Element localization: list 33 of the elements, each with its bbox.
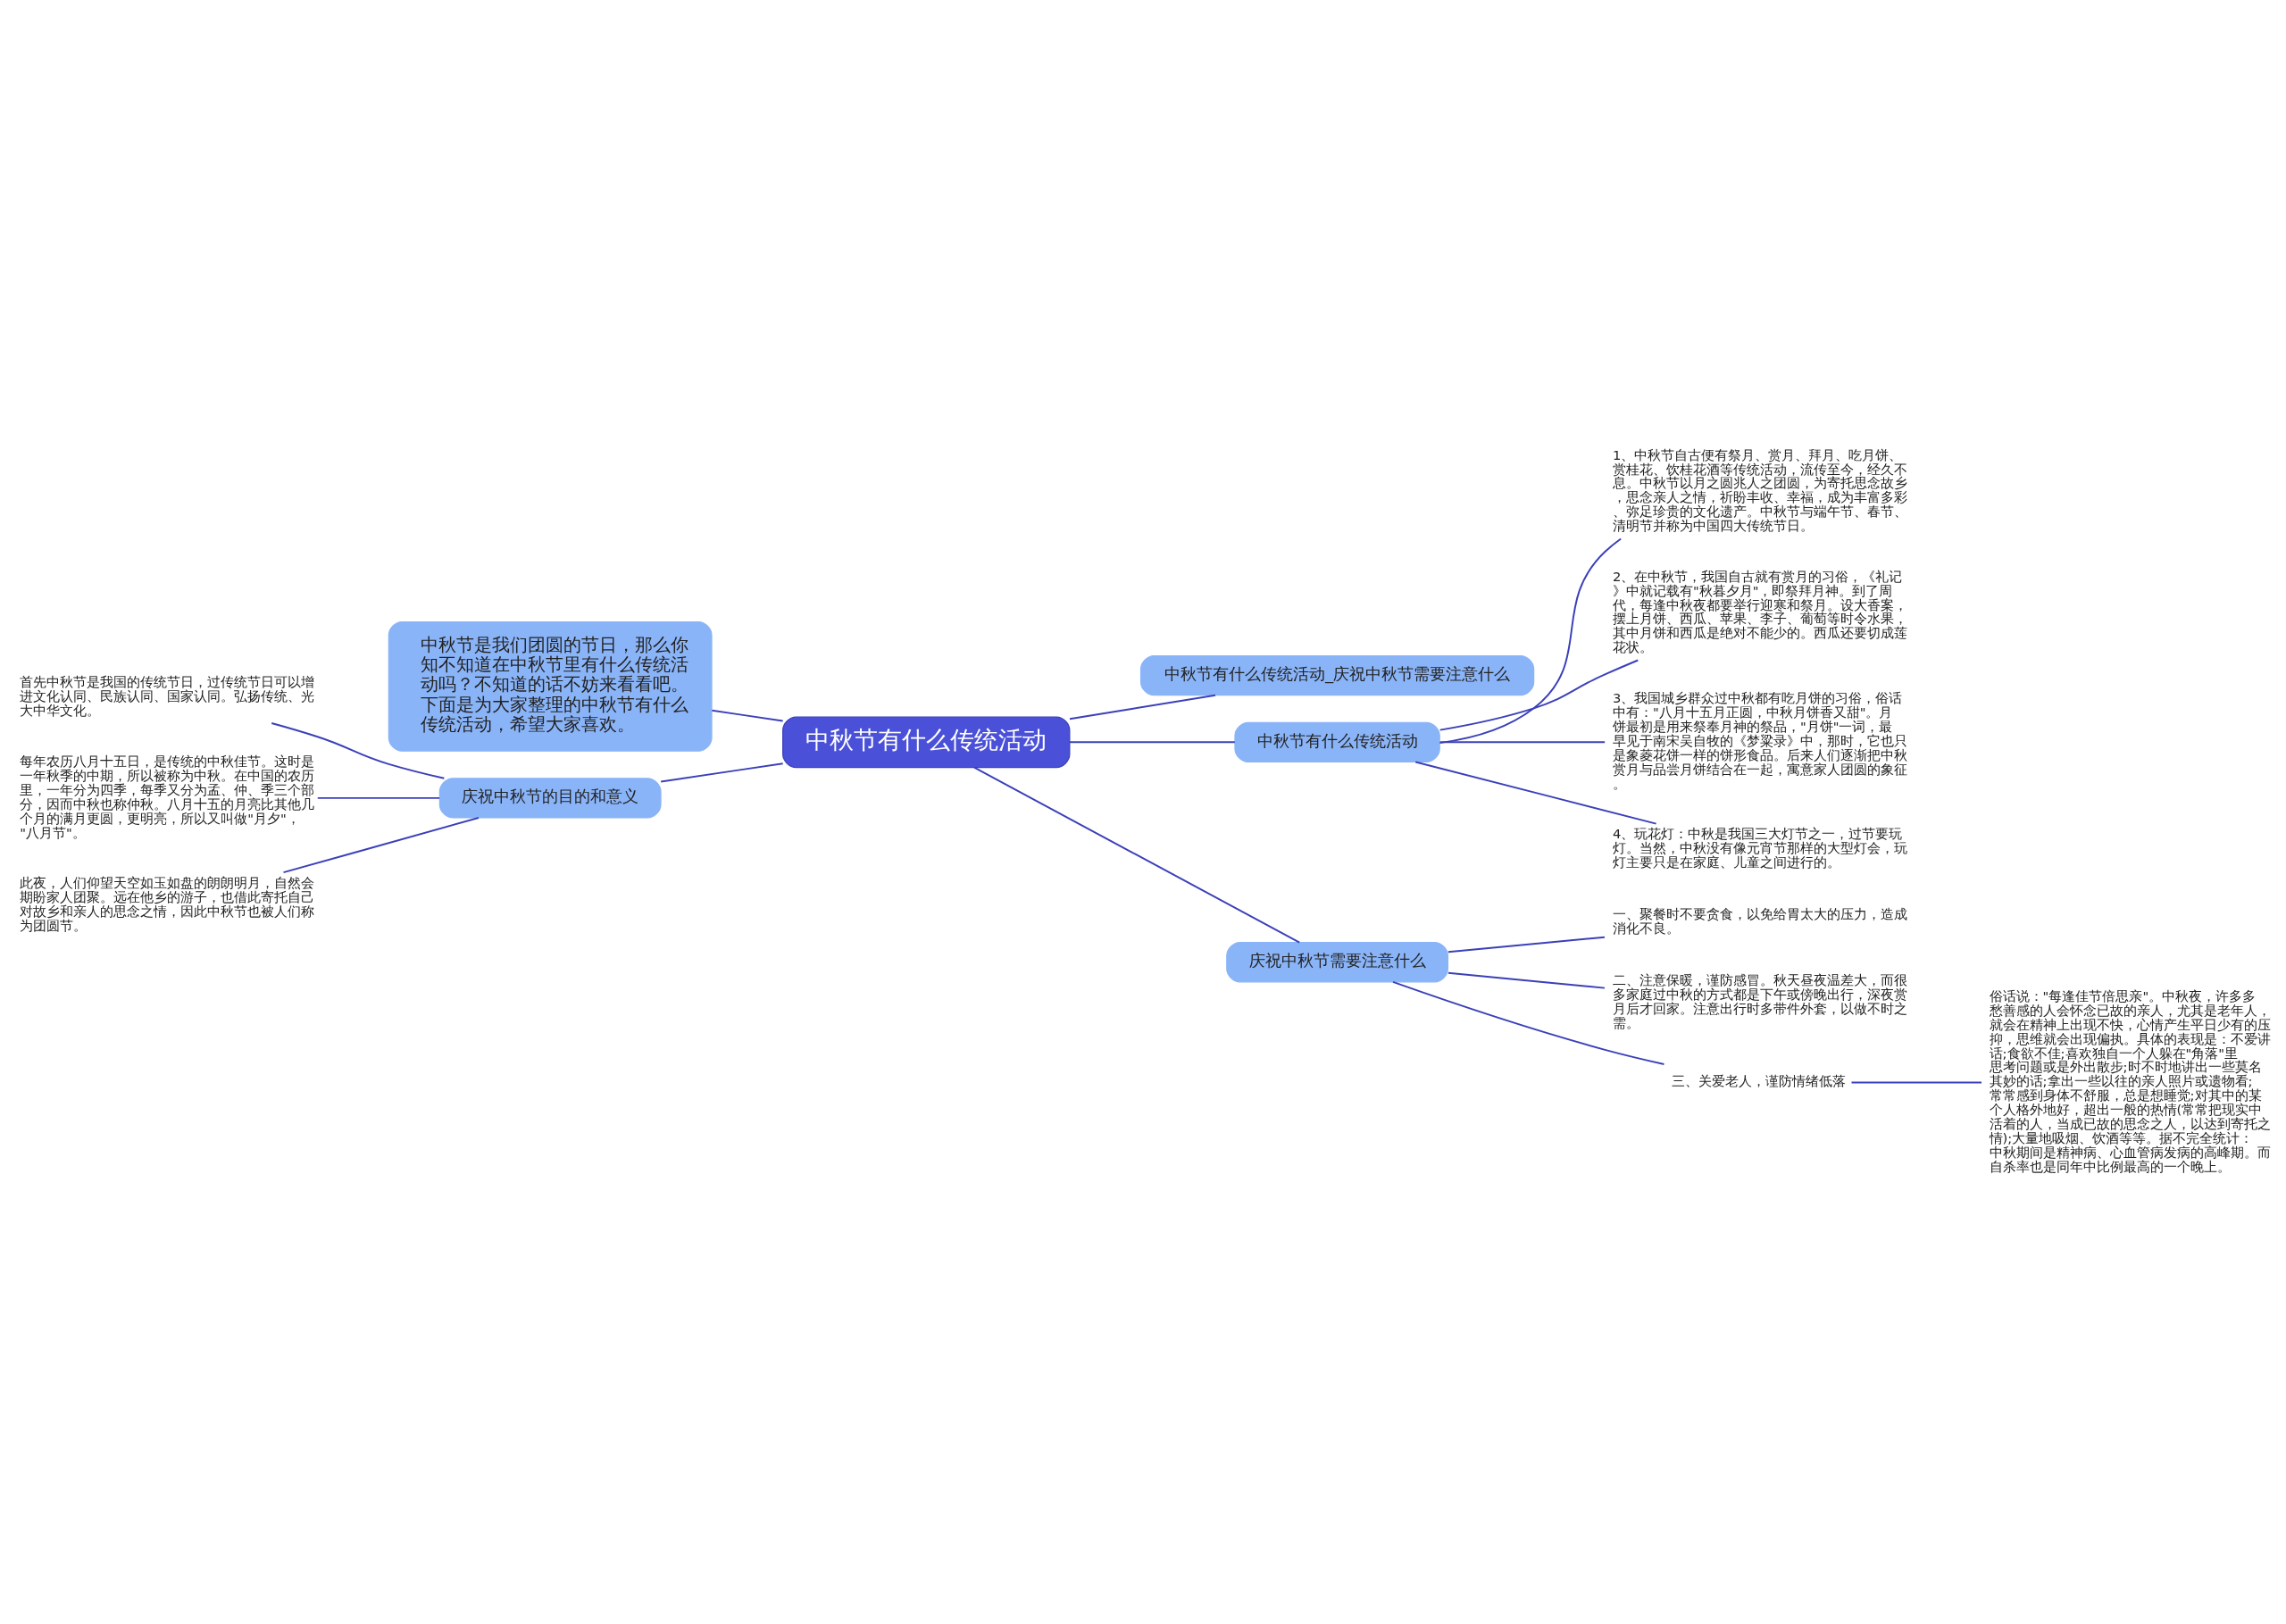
node-box: 庆祝中秋节的目的和意义 [438,778,662,819]
node-box: 中秋节是我们团圆的节日，那么你知不知道在中秋节里有什么传统活动吗？不知道的话不妨来看看吧。下面是为大家整理的中秋节有什么传统活动，希望大家喜欢。 [388,620,713,752]
node-box: 庆祝中秋节需要注意什么 [1226,942,1449,983]
node-text: 二、注意保暖，谨防感冒。秋天昼夜温差大，而很多家庭过中秋的方式都是下午或傍晚出行，深夜赏月后才回家。注意出行时多带件外套，以做不时之需。 [1612,972,1907,1030]
connector [973,766,1301,944]
connector [271,722,446,779]
node-text: 三、关爱老人，谨防情绪低落 [1672,1073,1847,1089]
connector [1850,1081,1982,1084]
node-text: 每年农历八月十五日，是传统的中秋佳节。这时是一年秋季的中期，所以被称为中秋。在中国的农历里，一年分为四季，每季又分为孟、仲、季三个部分，因而中秋也称仲秋。八月十五的月亮比其他几个月的满月更圆，更明亮，所以又叫做"月夕"，"八月节"。 [20,753,315,840]
node-box: 中秋节有什么传统活动_庆祝中秋节需要注意什么 [1139,654,1535,696]
node-text: 3、我国城乡群众过中秋都有吃月饼的习俗，俗话中有："八月十五月正圆，中秋月饼香又甜"。月饼最初是用来祭奉月神的祭品，"月饼"一词，最早见于南宋吴自牧的《梦粱录》中，那时，它也只是象菱花饼一样的饼形食品。后来人们逐渐把中秋赏月与品尝月饼结合在一起，寓意家人团圆的象征。 [1612,690,1907,791]
node-text: 此夜，人们仰望天空如玉如盘的朗朗明月，自然会期盼家人团聚。远在他乡的游子，也借此寄托自己对故乡和亲人的思念之情，因此中秋节也被人们称为团圆节。 [20,874,315,933]
node-text: 俗话说："每逢佳节倍思亲"。中秋夜，许多多愁善感的人会怀念已故的亲人，尤其是老年人，就会在精神上出现不快，心情产生平日少有的压抑，思维就会出现偏执。具体的表现是：不爱讲话;食欲不佳;喜欢独自一个人躲在"角落"里思考问题或是外出散步;时不时地讲出一些莫名其妙的话;拿出一些以往的亲人照片或遗物看;常常感到身体不舒服，总是想睡觉;对其中的某个人格外地好，超出一般的热情(常常把现实中活着的人，当成已故的思念之人，以达到寄托之情);大量地吸烟、饮酒等等。据不完全统计：中秋期间是精神病、心血管病发病的高峰期。而自杀率也是同年中比例最高的一个晚上。 [1989,987,2271,1175]
connector [1439,659,1639,731]
connector [1447,971,1606,989]
node-text: 4、玩花灯：中秋是我国三大灯节之一，过节要玩灯。当然，中秋没有像元宵节那样的大型灯会，玩灯主要只是在家庭、儿童之间进行的。 [1612,826,1907,870]
node-text: 1、中秋节自古便有祭月、赏月、拜月、吃月饼、赏桂花、饮桂花酒等传统活动，流传至今，经久不息。中秋节以月之圆兆人之团圆，为寄托思念故乡，思念亲人之情，祈盼丰收、幸福，成为丰富多彩、弥足珍贵的文化遗产。中秋节与端午节、春节、清明节并称为中国四大传统节日。 [1612,446,1907,534]
connector [316,796,441,799]
connector [1439,741,1606,744]
connector [1392,980,1665,1065]
connector [1447,936,1606,954]
connector [660,762,784,783]
node-box: 中秋节有什么传统活动 [1234,721,1440,763]
connector [711,709,784,722]
connector [1439,537,1623,745]
connector [1414,761,1657,825]
connector [282,817,480,874]
connector [1069,694,1216,720]
node-box: 中秋节有什么传统活动 [782,716,1071,769]
connector [1069,741,1236,744]
node-text: 首先中秋节是我国的传统节日，过传统节日可以增进文化认同、民族认同、国家认同。弘扬传统、光大中华文化。 [20,673,315,718]
node-text: 2、在中秋节，我国自古就有赏月的习俗，《礼记》中就记载有"秋暮夕月"，即祭拜月神。到了周代，每逢中秋夜都要举行迎寒和祭月。设大香案，摆上月饼、西瓜、苹果、李子、葡萄等时令水果，其中月饼和西瓜是绝对不能少的。西瓜还要切成莲花状。 [1612,568,1907,655]
node-text: 一、聚餐时不要贪食，以免给胃太大的压力，造成消化不良。 [1612,906,1907,937]
